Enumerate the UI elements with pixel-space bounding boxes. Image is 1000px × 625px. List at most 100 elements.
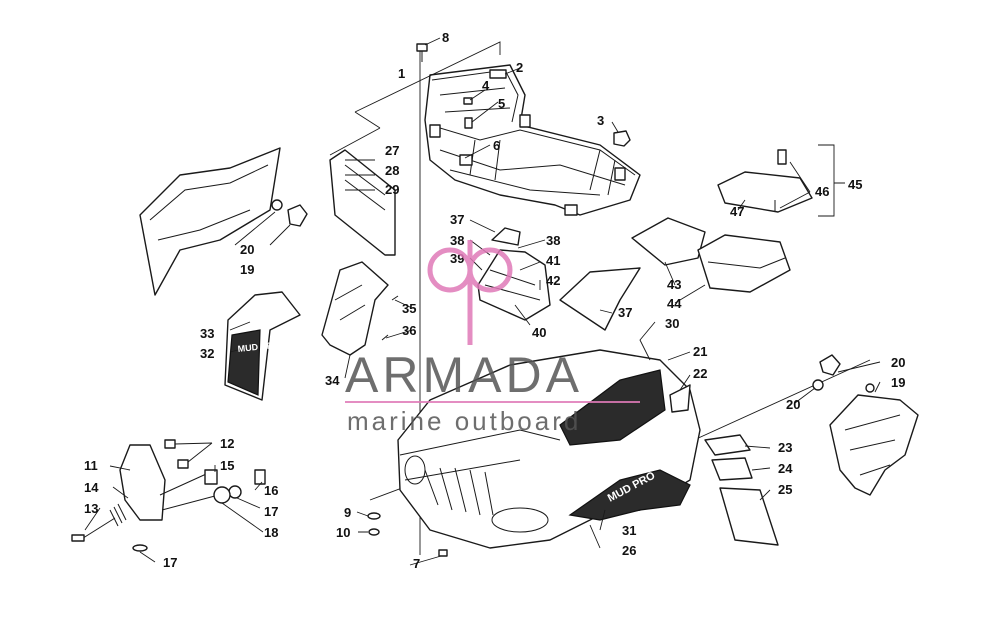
callout-26: 26	[622, 543, 636, 558]
rack-mount-left	[429, 124, 441, 138]
callout-5: 5	[498, 96, 505, 111]
fender-nut-left	[287, 204, 308, 227]
callout-41: 41	[546, 253, 560, 268]
callout-47: 47	[730, 204, 744, 219]
cover-46-47	[717, 171, 813, 213]
callout-31: 31	[622, 523, 636, 538]
callout-17: 17	[264, 504, 278, 519]
fender-grommet-right-2	[865, 383, 875, 393]
callout-46: 46	[815, 184, 829, 199]
callout-36: 36	[402, 323, 416, 338]
callout-20c: 20	[786, 397, 800, 412]
rear-rack	[424, 64, 641, 216]
callout-22: 22	[693, 366, 707, 381]
callout-45: 45	[848, 177, 862, 192]
callout-12: 12	[220, 436, 234, 451]
fender-grommet-left	[271, 199, 283, 211]
callout-35: 35	[402, 301, 416, 316]
bolt-16	[254, 469, 266, 485]
callout-15: 15	[220, 458, 234, 473]
body-decal-side	[568, 469, 691, 521]
right-front-fender	[812, 354, 919, 496]
bolt-8	[416, 43, 428, 62]
inner-panel	[321, 261, 399, 356]
callout-28: 28	[385, 163, 399, 178]
rack-mount-front	[564, 204, 578, 216]
washer-9	[367, 512, 381, 520]
callout-1: 1	[398, 66, 405, 81]
rack-mount-right	[519, 114, 531, 128]
callout-30: 30	[665, 316, 679, 331]
callout-37: 37	[450, 212, 464, 227]
callout-37b: 37	[618, 305, 632, 320]
callout-9: 9	[344, 505, 351, 520]
storage-lid-43	[631, 217, 706, 266]
callout-42: 42	[546, 273, 560, 288]
callout-32: 32	[200, 346, 214, 361]
headlight-left	[404, 455, 426, 485]
callout-40: 40	[532, 325, 546, 340]
leader-lines	[84, 37, 881, 566]
screw-7	[438, 549, 448, 557]
callout-23: 23	[778, 440, 792, 455]
washer-10	[368, 528, 380, 536]
spring-14	[79, 517, 116, 541]
bolt-4-5	[463, 97, 473, 129]
callout-38: 38	[450, 233, 464, 248]
callout-8: 8	[442, 30, 449, 45]
fender-grommet-right	[812, 379, 824, 391]
callout-29: 29	[385, 182, 399, 197]
watermark-logo-icon	[427, 240, 513, 345]
callout-20b: 20	[891, 355, 905, 370]
callout-13: 13	[84, 501, 98, 516]
callout-34: 34	[325, 373, 340, 388]
decal-24	[711, 457, 753, 481]
rear-decal-panel	[329, 149, 396, 256]
mirror-22	[669, 384, 691, 413]
callout-33: 33	[200, 326, 214, 341]
callout-11: 11	[84, 458, 98, 473]
decal-25	[719, 487, 779, 546]
callout-21: 21	[693, 344, 707, 359]
callout-4: 4	[482, 78, 490, 93]
decal-23	[704, 434, 751, 456]
callout-38b: 38	[546, 233, 560, 248]
left-rear-fender	[139, 147, 308, 296]
fender-nut-right	[819, 354, 841, 376]
callout-18: 18	[264, 525, 278, 540]
callout-43: 43	[667, 277, 681, 292]
callout-25: 25	[778, 482, 792, 497]
callout-27: 27	[385, 143, 399, 158]
storage-box-44	[697, 234, 791, 293]
callout-6: 6	[493, 138, 500, 153]
group-line-1	[329, 41, 501, 156]
bracket-45	[818, 144, 845, 217]
mirror-assembly	[71, 439, 266, 552]
watermark-tagline: marine outboard	[347, 406, 581, 436]
side-bracket-42	[559, 267, 641, 331]
rack-mount-center	[459, 154, 473, 166]
washer-17b	[132, 544, 148, 552]
callout-20: 20	[240, 242, 254, 257]
front-grille	[424, 467, 494, 516]
nut-15	[204, 469, 218, 485]
front-body: MUD PRO	[397, 349, 701, 549]
watermark: ARMADA marine outboard	[345, 240, 640, 436]
callout-numbers: 1 2 3 4 5 6 7 8 9 10 11 12 13 14 15 16 1…	[84, 30, 905, 571]
callout-2: 2	[516, 60, 523, 75]
callout-19b: 19	[891, 375, 905, 390]
bolt-12a	[164, 439, 176, 449]
bracket-clip	[491, 227, 521, 246]
bushing-18	[213, 486, 231, 504]
callout-14: 14	[84, 480, 99, 495]
callout-3: 3	[597, 113, 604, 128]
callout-24: 24	[778, 461, 793, 476]
callout-7: 7	[413, 556, 420, 571]
callout-16: 16	[264, 483, 278, 498]
bolt-13	[71, 534, 85, 542]
headlight-right	[491, 507, 549, 533]
rack-mount-far	[614, 167, 626, 181]
decal-mudpro-left: MUD PRO	[237, 340, 280, 354]
